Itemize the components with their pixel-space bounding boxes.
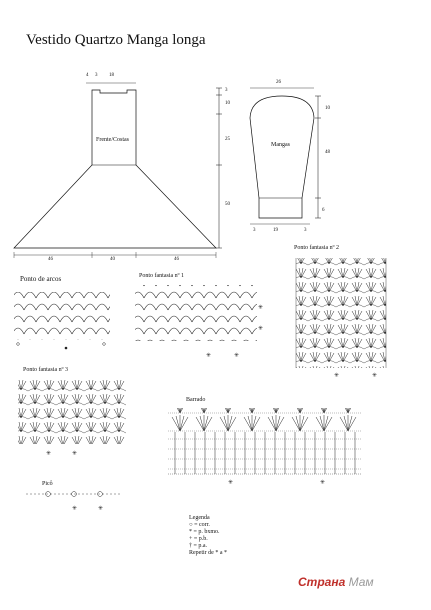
- watermark-part2: Мам: [348, 575, 374, 589]
- svg-text:✳: ✳: [72, 450, 77, 457]
- legend-item: + = p.b.: [189, 536, 208, 542]
- barrado-title: Barrado: [186, 397, 206, 403]
- legend-item: † = p.a.: [189, 543, 208, 549]
- svg-text:✳: ✳: [98, 505, 103, 512]
- dress-side-dim-2: 10: [225, 101, 230, 106]
- fantasia3-chart: ✳ ✳: [18, 378, 126, 457]
- svg-text:✳: ✳: [334, 372, 339, 379]
- page-title: Vestido Quartzo Manga longa: [26, 32, 206, 48]
- sleeve-outline: [249, 95, 315, 219]
- dress-side-dim-3: 25: [225, 137, 230, 142]
- svg-text:✳: ✳: [72, 505, 77, 512]
- svg-text:✳: ✳: [372, 372, 377, 379]
- svg-text:✳: ✳: [320, 479, 325, 486]
- legend: Legenda ○ = corr. * = p. bxmo. + = p.b. …: [189, 515, 227, 557]
- dress-outline: [13, 89, 217, 249]
- sleeve-bottom-dim-1: 3: [253, 228, 256, 233]
- dress-top-dim-1: 4: [86, 73, 89, 78]
- sleeve-schematic: [249, 87, 321, 225]
- watermark-part1: Страна: [298, 575, 346, 589]
- sleeve-side-dim-2: 48: [325, 150, 330, 155]
- dress-bottom-dim-1: 46: [48, 257, 53, 262]
- svg-text:✳: ✳: [258, 325, 263, 332]
- svg-text:✳: ✳: [206, 352, 211, 359]
- sleeve-bottom-dim-3: 3: [304, 228, 307, 233]
- dress-bottom-dim-3: 46: [174, 257, 179, 262]
- legend-item: Repetir de * a *: [189, 550, 227, 556]
- dress-schematic: [13, 82, 222, 258]
- fantasia1-chart: ✳ ✳ ✳ ✳: [135, 285, 263, 359]
- dress-top-dim-2: 3: [95, 73, 98, 78]
- barrado-chart: ✳ ✳: [168, 408, 362, 486]
- dress-top-dim-3: 18: [109, 73, 114, 78]
- ponto-arcos-title: Ponto de arcos: [20, 275, 62, 283]
- legend-item: * = p. bxmo.: [189, 529, 220, 535]
- dress-side-dim-1: 3: [225, 88, 228, 93]
- svg-text:✳: ✳: [258, 304, 263, 311]
- dress-side-dim-4: 50: [225, 202, 230, 207]
- svg-text:✳: ✳: [234, 352, 239, 359]
- fantasia2-title: Ponto fantasia nº 2: [294, 245, 340, 251]
- fantasia1-title: Ponto fantasia nº 1: [139, 273, 185, 279]
- fantasia2-chart: ✳ ✳: [295, 258, 387, 379]
- svg-text:✳: ✳: [228, 479, 233, 486]
- dress-bottom-dim-2: 40: [110, 257, 115, 262]
- fantasia3-title: Ponto fantasia nº 3: [23, 367, 69, 373]
- pico-title: Picô: [42, 481, 53, 487]
- legend-title: Legenda: [189, 515, 210, 521]
- sleeve-label: Mangas: [271, 142, 290, 148]
- ponto-arcos-chart: [14, 292, 110, 350]
- sleeve-side-dim-1: 10: [325, 106, 330, 111]
- watermark-logo: Страна Мам: [298, 575, 374, 589]
- sleeve-top-dim: 26: [276, 80, 281, 85]
- sleeve-side-dim-3: 6: [322, 208, 325, 213]
- sleeve-bottom-dim-2: 19: [273, 228, 278, 233]
- pico-chart: ✳ ✳: [26, 491, 122, 512]
- dress-label: Frente/Costas: [96, 137, 129, 143]
- svg-text:✳: ✳: [46, 450, 51, 457]
- legend-item: ○ = corr.: [189, 522, 210, 528]
